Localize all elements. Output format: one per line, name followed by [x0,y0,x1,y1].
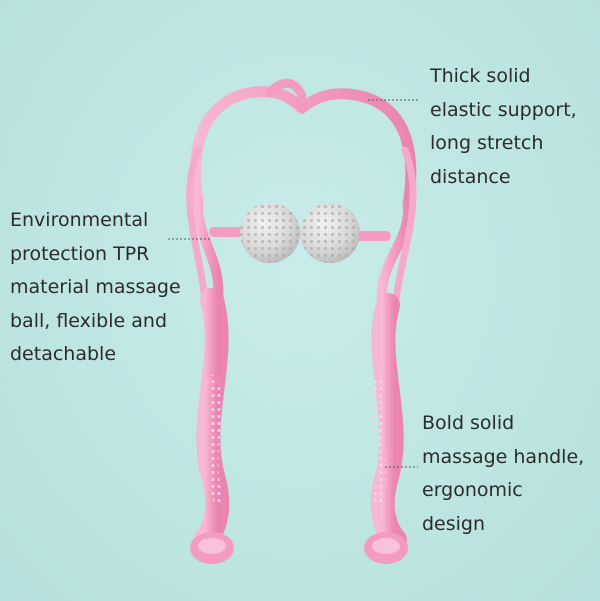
left-arm-inner [192,195,224,305]
right-massage-ball [300,203,360,263]
top-arch [190,86,417,211]
callout-handle-line-2: massage handle, [422,445,585,468]
callout-support-line-3: long stretch [430,132,544,154]
left-massage-ball [240,203,300,263]
callout-handle-line-1: Bold solid [422,412,515,434]
right-arm-outer [392,146,417,304]
callout-support-line-4: distance [430,165,511,188]
callout-handle-line-3: ergonomic [422,479,523,501]
callout-handle: Bold solid massage handle, ergonomic des… [422,407,584,541]
callout-ball-line-5: detachable [10,343,117,365]
callout-ball-line-1: Environmental [10,209,149,231]
right-handle [370,293,407,552]
right-arm-inner [376,200,414,310]
callout-support: Thick solid elastic support, long stretc… [430,60,577,194]
callout-ball-line-3: material massage [10,276,181,298]
callout-support-line-1: Thick solid [430,65,531,87]
callout-ball-line-2: protection TPR [10,242,150,265]
callout-support-line-2: elastic support, [430,98,577,121]
left-arm-outer [186,146,209,304]
callout-ball-line-4: ball, flexible and [10,309,168,332]
callout-handle-line-4: design [422,512,486,535]
callout-ball: Environmental protection TPR material ma… [10,204,181,372]
